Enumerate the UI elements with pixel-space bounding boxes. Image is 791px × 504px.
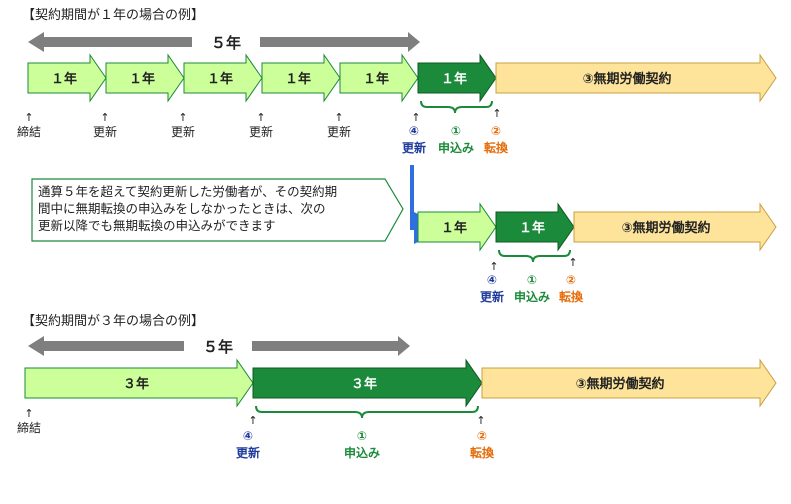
- svg-text:↑: ↑: [492, 107, 501, 120]
- svg-text:①: ①: [527, 273, 537, 287]
- svg-text:１年: １年: [441, 71, 467, 87]
- span-arrow-5yr-2: ５年: [28, 336, 410, 356]
- contract-segment: １年: [417, 202, 497, 252]
- contract-segment: １年: [261, 53, 341, 103]
- contract-segment-final: ３年: [252, 358, 483, 408]
- marker-apply-2: ① 申込み: [514, 273, 550, 304]
- svg-text:↑: ↑: [178, 111, 187, 124]
- marker-renew-2: ④ 更新: [480, 273, 504, 304]
- unlimited-contract-arrow: ③無期労働契約: [573, 202, 777, 252]
- contract-segment: １年: [339, 53, 419, 103]
- timeline-markers-2: ↑ ↑: [489, 256, 577, 273]
- svg-text:↑: ↑: [24, 111, 33, 124]
- svg-text:②: ②: [491, 124, 501, 138]
- svg-text:１年: １年: [51, 71, 77, 87]
- marker-convert-1: ② 転換: [484, 124, 509, 155]
- svg-text:↑: ↑: [100, 111, 109, 124]
- svg-text:１年: １年: [285, 71, 311, 87]
- contract-segment: １年: [27, 53, 107, 103]
- section3-title: 【契約期間が３年の場合の例】: [22, 314, 204, 329]
- svg-text:更新: 更新: [327, 124, 351, 139]
- svg-text:↑: ↑: [568, 256, 577, 269]
- svg-text:③無期労働契約: ③無期労働契約: [575, 376, 664, 392]
- application-bracket: [420, 100, 493, 114]
- svg-text:↑: ↑: [476, 414, 485, 427]
- note-callout: [31, 178, 404, 242]
- svg-text:締結: 締結: [17, 124, 41, 139]
- svg-text:④: ④: [487, 273, 497, 287]
- svg-text:①: ①: [451, 124, 461, 138]
- svg-text:１年: １年: [363, 71, 389, 87]
- note-text: 通算５年を超えて契約更新した労働者が、その契約期 間中に無期転換の申込みをしなか…: [38, 183, 383, 234]
- svg-text:更新: 更新: [236, 445, 260, 460]
- svg-text:③無期労働契約: ③無期労働契約: [582, 71, 671, 87]
- svg-text:更新: 更新: [171, 124, 195, 139]
- svg-text:④: ④: [409, 124, 419, 138]
- contract-segment-final: １年: [495, 202, 575, 252]
- svg-text:締結: 締結: [17, 420, 41, 435]
- marker-apply-3: ① 申込み: [344, 429, 380, 460]
- timeline-markers-3: ↑ ↑ ↑: [24, 407, 485, 427]
- span-label-2: ５年: [203, 338, 233, 356]
- svg-text:③無期労働契約: ③無期労働契約: [621, 220, 710, 236]
- svg-text:①: ①: [357, 429, 367, 443]
- svg-text:転換: 転換: [470, 445, 495, 460]
- contract-segment: １年: [105, 53, 185, 103]
- svg-text:更新: 更新: [249, 124, 273, 139]
- svg-text:転換: 転換: [484, 140, 509, 155]
- svg-text:↑: ↑: [334, 111, 343, 124]
- svg-text:↑: ↑: [24, 407, 33, 420]
- vertical-label-conclusion: 締結: [17, 124, 41, 139]
- marker-renew-1: ④ 更新: [402, 124, 426, 155]
- svg-text:④: ④: [243, 429, 253, 443]
- svg-text:↑: ↑: [489, 260, 498, 273]
- vertical-labels-renew: 更新 更新 更新 更新: [93, 124, 351, 139]
- unlimited-contract-arrow: ③無期労働契約: [481, 358, 777, 408]
- vertical-label-conclusion: 締結: [17, 420, 41, 435]
- svg-text:３年: ３年: [351, 376, 377, 392]
- contract-segment-final: １年: [417, 53, 497, 103]
- contract-segment: １年: [183, 53, 263, 103]
- note-line: 通算５年を超えて契約更新した労働者が、その契約期: [38, 184, 338, 199]
- svg-text:１年: １年: [519, 220, 545, 236]
- svg-text:申込み: 申込み: [438, 140, 474, 155]
- svg-text:１年: １年: [207, 71, 233, 87]
- marker-apply-1: ① 申込み: [438, 124, 474, 155]
- application-bracket: [498, 249, 571, 263]
- svg-text:↑: ↑: [248, 414, 257, 427]
- svg-text:↑: ↑: [411, 111, 420, 124]
- marker-convert-2: ② 転換: [559, 273, 584, 304]
- timeline-markers-1: ↑ ↑ ↑ ↑ ↑ ↑ ↑: [24, 107, 501, 124]
- svg-text:１年: １年: [441, 220, 467, 236]
- svg-text:更新: 更新: [402, 140, 426, 155]
- svg-text:３年: ３年: [123, 376, 149, 392]
- svg-text:更新: 更新: [93, 124, 117, 139]
- svg-text:申込み: 申込み: [514, 289, 550, 304]
- svg-text:更新: 更新: [480, 289, 504, 304]
- contract-segment: ３年: [24, 358, 254, 408]
- section1-title: 【契約期間が１年の場合の例】: [22, 8, 204, 23]
- svg-text:転換: 転換: [559, 289, 584, 304]
- svg-text:申込み: 申込み: [344, 445, 380, 460]
- span-label-1: ５年: [211, 34, 241, 52]
- unlimited-contract-arrow: ③無期労働契約: [495, 53, 777, 103]
- note-line: 更新以降でも無期転換の申込みができます: [38, 218, 276, 233]
- span-arrow-5yr-1: ５年: [28, 32, 420, 52]
- marker-renew-3: ④ 更新: [236, 429, 260, 460]
- svg-text:②: ②: [477, 429, 487, 443]
- svg-text:１年: １年: [129, 71, 155, 87]
- application-bracket: [255, 405, 479, 419]
- svg-text:②: ②: [566, 273, 576, 287]
- svg-text:↑: ↑: [256, 111, 265, 124]
- marker-convert-3: ② 転換: [470, 429, 495, 460]
- note-line: 間中に無期転換の申込みをしなかったときは、次の: [38, 201, 326, 216]
